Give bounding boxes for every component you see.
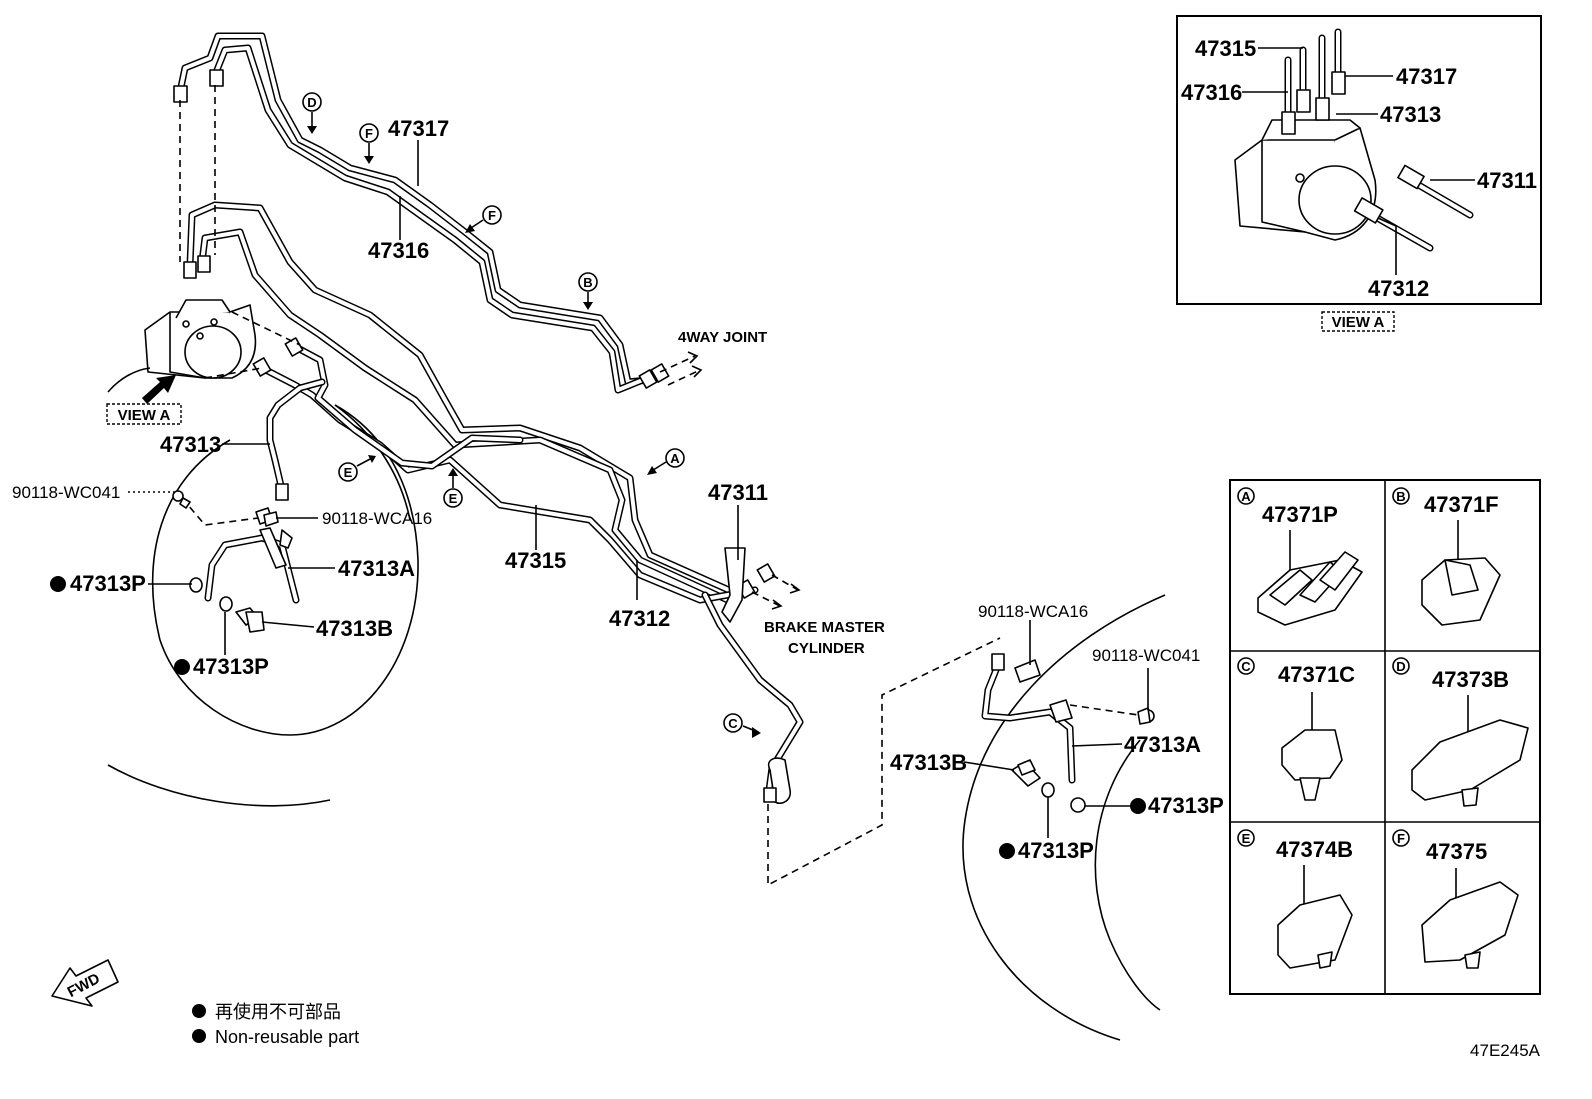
view-a-title: VIEW A <box>1332 314 1385 331</box>
callout-brake-master-line2: CYLINDER <box>788 640 865 657</box>
svg-text:E: E <box>1242 831 1251 846</box>
clip-cell-f: F 47375 <box>1392 829 1519 969</box>
svg-text:B: B <box>1396 489 1405 504</box>
svg-text:C: C <box>728 716 738 731</box>
clip-part-b: 47371F <box>1424 492 1499 517</box>
svg-text:D: D <box>1396 659 1405 674</box>
label-90118-wca16-left: 90118-WCA16 <box>322 509 432 528</box>
callout-4way-joint: 4WAY JOINT <box>678 329 767 346</box>
clip-marker-d: D <box>302 92 322 134</box>
view-a-label-47316: 47316 <box>1181 80 1242 105</box>
label-47312: 47312 <box>609 606 670 631</box>
clip-part-f: 47375 <box>1426 839 1487 864</box>
label-47313: 47313 <box>160 432 221 457</box>
legend-dot-1 <box>192 1004 206 1018</box>
label-47313a-right: 47313A <box>1124 732 1201 757</box>
label-47316: 47316 <box>368 238 429 263</box>
nonreusable-dot <box>174 659 190 675</box>
view-a-label-47317: 47317 <box>1396 64 1457 89</box>
clip-marker-f-2: F <box>465 205 502 233</box>
legend-line-2: Non-reusable part <box>215 1027 359 1047</box>
svg-text:E: E <box>449 491 458 506</box>
svg-text:B: B <box>583 275 592 290</box>
nonreusable-dot <box>999 843 1015 859</box>
clip-part-a: 47371P <box>1262 502 1338 527</box>
body-outline-curves <box>107 404 1166 1041</box>
right-hose-assembly <box>981 653 1155 813</box>
svg-text:A: A <box>1241 489 1251 504</box>
nonreusable-dot <box>50 576 66 592</box>
label-47313b-right: 47313B <box>890 750 967 775</box>
view-a-label-47313: 47313 <box>1380 102 1441 127</box>
label-47313p-left-2: 47313P <box>193 654 269 679</box>
pipe-fittings <box>173 69 777 803</box>
label-47315: 47315 <box>505 548 566 573</box>
clip-marker-a: A <box>647 448 685 475</box>
label-47311: 47311 <box>708 480 768 505</box>
clip-part-c: 47371C <box>1278 662 1355 687</box>
clip-part-e: 47374B <box>1276 837 1353 862</box>
clip-cell-c: C 47371C <box>1237 657 1355 801</box>
view-a-label-47312: 47312 <box>1368 276 1429 301</box>
fwd-arrow: FWD <box>51 959 119 1007</box>
label-90118-wc041-left: 90118-WC041 <box>12 483 120 502</box>
label-47313a-left: 47313A <box>338 556 415 581</box>
legend: 再使用不可部品 Non-reusable part <box>192 1002 359 1047</box>
clip-cell-e: E 47374B <box>1237 829 1353 969</box>
label-47313p-right-2: 47313P <box>1018 838 1094 863</box>
brake-pipes <box>176 32 804 805</box>
clip-cell-d: D 47373B <box>1392 657 1529 807</box>
diagram-code: 47E245A <box>1470 1041 1541 1060</box>
svg-text:F: F <box>488 208 496 223</box>
svg-text:F: F <box>1397 831 1405 846</box>
flow-arrows <box>659 351 801 610</box>
svg-text:D: D <box>307 95 316 110</box>
clip-markers: D F F B A E E <box>302 92 761 738</box>
clip-part-d: 47373B <box>1432 667 1509 692</box>
part-labels: 47317 47316 47313 47315 47312 47311 9011… <box>12 116 1224 863</box>
label-47313p-right-1: 47313P <box>1148 793 1224 818</box>
main-view-a-tag: VIEW A <box>118 407 171 424</box>
view-a-label-47315: 47315 <box>1195 36 1256 61</box>
abs-actuator-main: VIEW A <box>106 299 257 425</box>
callout-brake-master-line1: BRAKE MASTER <box>764 619 885 636</box>
nonreusable-dot <box>1130 798 1146 814</box>
svg-text:F: F <box>365 126 373 141</box>
clip-marker-e-1: E <box>338 455 376 482</box>
clip-table: A 47371P B 47371F C 47371C <box>1229 479 1541 995</box>
clip-marker-b: B <box>578 272 598 310</box>
clip-marker-c: C <box>723 713 761 738</box>
left-hose-assembly <box>172 490 300 633</box>
view-a-inset: 47315 47316 47317 47313 47311 47312 VIEW… <box>1176 15 1542 332</box>
view-a-label-47311: 47311 <box>1477 168 1537 193</box>
label-90118-wc041-right: 90118-WC041 <box>1092 646 1200 665</box>
clip-cell-b: B 47371F <box>1392 487 1501 626</box>
svg-text:A: A <box>670 451 680 466</box>
label-47313b-left: 47313B <box>316 616 393 641</box>
leader-lines <box>128 140 1149 838</box>
legend-dot-2 <box>192 1029 206 1043</box>
label-47317: 47317 <box>388 116 449 141</box>
svg-text:C: C <box>1241 659 1251 674</box>
clip-marker-e-2: E <box>443 468 463 508</box>
legend-line-1: 再使用不可部品 <box>215 1002 341 1022</box>
label-47313p-left-1: 47313P <box>70 571 146 596</box>
clip-cell-a: A 47371P <box>1237 487 1363 626</box>
label-90118-wca16-right: 90118-WCA16 <box>978 602 1088 621</box>
clip-marker-f-1: F <box>359 123 379 164</box>
svg-text:E: E <box>344 465 353 480</box>
